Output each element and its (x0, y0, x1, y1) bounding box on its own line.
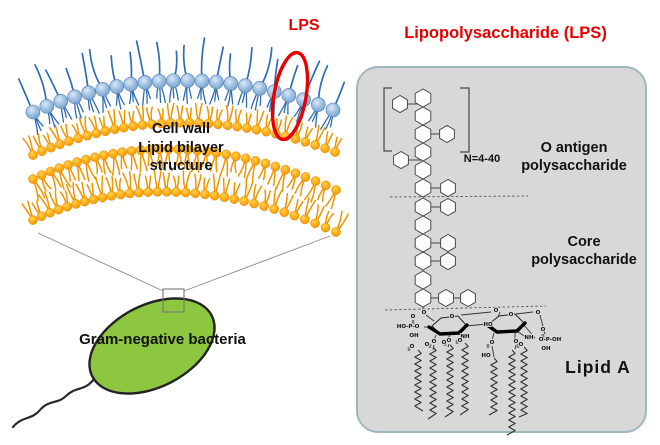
fatty-acid-chains (414, 342, 528, 436)
lps-highlight-ellipse (270, 50, 310, 142)
svg-text:O: O (541, 327, 546, 333)
glucosamine-ring-front (427, 323, 469, 336)
svg-text:O: O (450, 314, 455, 320)
membrane-caption-line2: Lipid bilayer (138, 139, 224, 156)
svg-text:O: O (509, 312, 514, 318)
membrane-caption-line3: structure (149, 158, 213, 174)
svg-text:NH: NH (460, 334, 470, 340)
o-antigen-region-label: O antigen polysaccharide (494, 139, 654, 175)
svg-text:O: O (514, 339, 519, 345)
svg-text:HO: HO (483, 322, 493, 328)
panel-title: Lipopolysaccharide (LPS) (404, 24, 607, 42)
acyl-chain (427, 346, 437, 420)
svg-text:O: O (442, 340, 447, 346)
sugar-hexagon-side (440, 251, 456, 271)
repeat-bracket-left (383, 87, 392, 152)
o-antigen-line2: polysaccharide (521, 158, 627, 174)
sugar-hexagon-side (440, 178, 456, 198)
repeat-count-label: N=4-40 (463, 153, 501, 165)
svg-text:HO-P-O: HO-P-O (397, 324, 420, 330)
svg-text:O-P-OH: O-P-OH (539, 337, 562, 343)
sugar-hexagon (414, 178, 432, 198)
repeat-bracket-right (460, 87, 470, 153)
svg-text:O: O (519, 342, 524, 348)
svg-text:OH: OH (409, 333, 419, 339)
sugar-hexagon (414, 160, 432, 180)
o-antigen-line1: O antigen (540, 140, 608, 156)
acyl-chain (459, 342, 469, 416)
sugar-hexagon (414, 233, 432, 253)
svg-text:O: O (410, 344, 415, 350)
sugar-hexagon (414, 124, 432, 144)
region-separator (384, 305, 547, 311)
svg-text:O: O (490, 340, 495, 346)
sugar-hexagon (414, 215, 432, 235)
zoom-lines (37, 232, 331, 292)
sugar-hexagon-side (438, 288, 454, 308)
region-separator (389, 195, 529, 198)
sugar-hexagon (414, 251, 432, 271)
sugar-hexagon (414, 142, 432, 162)
lipid-a-region-label: Lipid A (565, 357, 631, 377)
svg-text:O: O (425, 342, 430, 348)
phospholipid-row (21, 169, 349, 237)
sugar-hexagon-side (440, 197, 456, 217)
membrane-caption-line1: Cell wall (151, 121, 211, 137)
svg-text:O: O (447, 338, 452, 344)
svg-text:OH: OH (541, 346, 551, 352)
magnifier-square (162, 288, 185, 313)
sugar-hexagon-side (460, 288, 476, 308)
sugar-hexagon-side (440, 233, 456, 253)
acyl-chain (488, 357, 498, 416)
glucosamine-ring-front (485, 321, 527, 334)
lps-callout-label: LPS (288, 17, 320, 34)
svg-text:O: O (432, 339, 437, 345)
sugar-hexagon (414, 270, 432, 290)
core-line1: Core (567, 234, 601, 250)
svg-text:HO: HO (481, 353, 491, 359)
sugar-hexagon (414, 106, 432, 126)
acyl-chain (444, 344, 454, 418)
sugar-hexagon-side (393, 150, 409, 170)
svg-text:O: O (458, 338, 463, 344)
svg-text:O: O (411, 314, 416, 320)
flagellum (11, 377, 96, 429)
core-line2: polysaccharide (531, 252, 637, 268)
acyl-chain (506, 349, 516, 436)
acyl-chain (518, 346, 528, 418)
bacterium-body (88, 297, 216, 395)
bacterium (11, 297, 216, 429)
sugar-hexagon-side (439, 124, 455, 144)
membrane-caption: Cell wall Lipid bilayer structure (96, 120, 266, 176)
sugar-hexagon (414, 197, 432, 217)
svg-text:NH: NH (524, 335, 534, 341)
lipid-a-structure (407, 307, 546, 358)
phospholipid-row (28, 144, 341, 210)
bacteria-label: Gram-negative bacteria (79, 331, 246, 348)
acyl-chain (414, 349, 424, 412)
core-region-label: Core polysaccharide (504, 233, 660, 269)
lps-structure-panel (356, 66, 647, 433)
svg-text:O: O (422, 310, 427, 316)
svg-text:O: O (536, 310, 541, 316)
svg-text:O: O (494, 308, 499, 314)
sugar-hexagon (414, 288, 432, 308)
sugar-hexagon (414, 88, 432, 108)
sugar-hexagon-side (392, 94, 408, 114)
